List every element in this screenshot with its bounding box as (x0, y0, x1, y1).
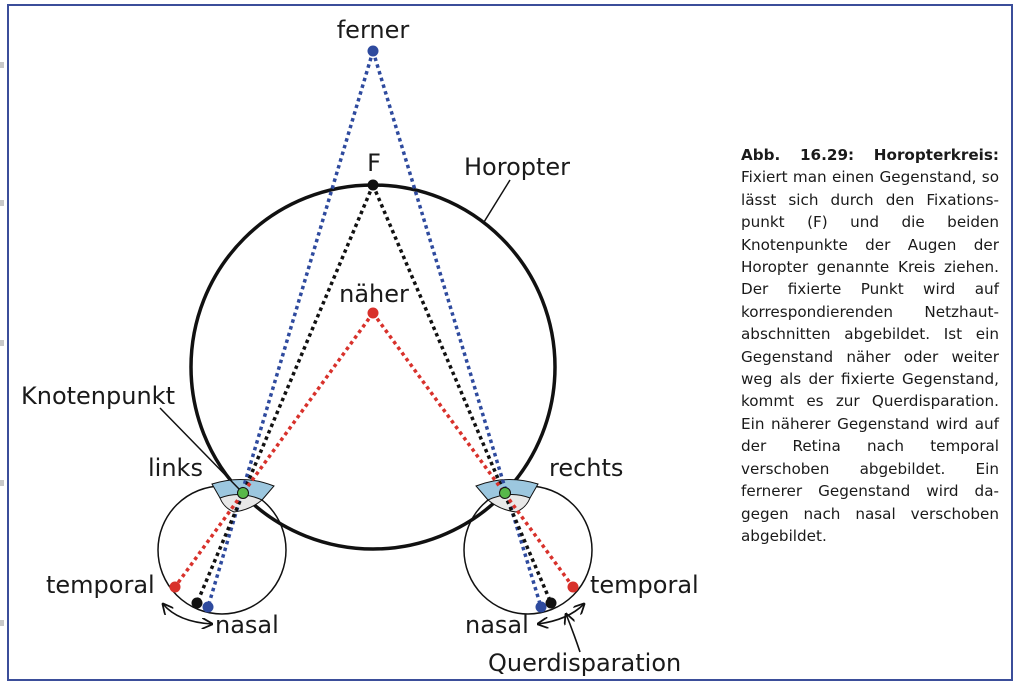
red-line-right (371, 311, 575, 589)
links-label: links (148, 454, 203, 482)
left-direction-arrow (163, 604, 212, 624)
left-nodal-point (237, 487, 249, 499)
querdisparation-pointer (566, 614, 581, 653)
horopter-pointer (483, 179, 511, 223)
black-line-right (371, 184, 553, 604)
left-retina-blue-point (202, 601, 214, 613)
fixation-point-label: F (367, 149, 381, 177)
red-line-left (173, 311, 375, 589)
figure-caption: Abb. 16.29: Horopterkreis: Fixiert man e… (741, 144, 999, 547)
edge-mark (0, 200, 4, 206)
edge-mark (0, 62, 4, 68)
edge-mark (0, 480, 4, 486)
edge-mark (0, 620, 4, 626)
right-eyeball (463, 485, 593, 615)
right-retina-black-point (545, 597, 557, 609)
naeher-point (367, 307, 379, 319)
left-retina-red-point (169, 581, 181, 593)
rechts-label: rechts (549, 454, 623, 482)
right-retina-blue-point (535, 601, 547, 613)
nasal-right-label: nasal (465, 611, 529, 639)
ferner-label: ferner (337, 16, 410, 44)
temporal-right-label: temporal (590, 571, 699, 599)
temporal-left-label: temporal (46, 571, 155, 599)
nasal-left-label: nasal (215, 611, 279, 639)
querdisparation-label: Querdisparation (488, 649, 681, 677)
knotenpunkt-label: Knotenpunkt (21, 382, 175, 410)
figure-frame (7, 4, 1013, 681)
right-nodal-point (499, 487, 511, 499)
naeher-label: näher (339, 280, 409, 308)
right-retina-red-point (567, 581, 579, 593)
knotenpunkt-pointer (159, 407, 241, 491)
horopter-label: Horopter (464, 153, 570, 181)
blue-line-left (206, 50, 375, 608)
left-eyeball (157, 485, 287, 615)
caption-heading: Abb. 16.29: Horopterkreis: (741, 146, 999, 164)
black-line-left (195, 184, 375, 604)
edge-mark (0, 340, 4, 346)
left-retina-black-point (191, 597, 203, 609)
caption-body: Fixiert man einen Gegenstand, so lässt s… (741, 168, 999, 545)
fixation-point (367, 179, 379, 191)
ferner-point (367, 45, 379, 57)
